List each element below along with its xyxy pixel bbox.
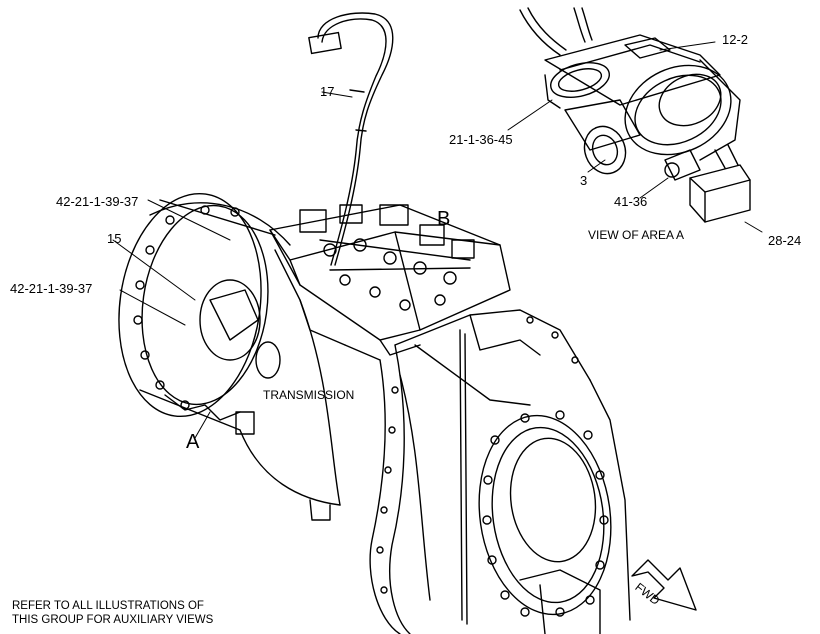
callout-42-21-1-39-37-mid: 42-21-1-39-37 bbox=[10, 281, 93, 296]
transmission-case bbox=[239, 249, 381, 521]
area-label-a: A bbox=[186, 431, 200, 453]
view-title: VIEW OF AREA A bbox=[588, 228, 685, 242]
callout-17: 17 bbox=[320, 84, 335, 99]
transmission-label: TRANSMISSION bbox=[263, 388, 355, 402]
callout-28-24: 28-24 bbox=[768, 233, 802, 248]
fwd-arrow-shape bbox=[631, 559, 697, 611]
wiring-harness bbox=[308, 12, 394, 266]
callout-41-36: 41-36 bbox=[614, 194, 648, 209]
housing-bolts bbox=[133, 205, 240, 410]
callout-3: 3 bbox=[580, 173, 588, 188]
callout-15: 15 bbox=[107, 231, 122, 246]
area-label-b: B bbox=[437, 208, 451, 230]
leader-lines bbox=[112, 41, 763, 439]
callout-42-21-1-39-37-top: 42-21-1-39-37 bbox=[56, 194, 139, 209]
inset-view-area-a bbox=[519, 7, 751, 223]
output-bolts bbox=[482, 410, 609, 617]
case-bolts bbox=[376, 316, 579, 594]
footnote: REFER TO ALL ILLUSTRATIONS OF THIS GROUP… bbox=[12, 599, 213, 627]
output-housing bbox=[369, 309, 631, 634]
converter-housing bbox=[118, 192, 291, 435]
footnote-line-2: THIS GROUP FOR AUXILIARY VIEWS bbox=[12, 614, 214, 626]
callout-12-2: 12-2 bbox=[722, 32, 749, 47]
valve-body bbox=[269, 204, 511, 356]
footnote-line-1: REFER TO ALL ILLUSTRATIONS OF bbox=[12, 600, 204, 612]
callout-21-1-36-45: 21-1-36-45 bbox=[449, 132, 513, 147]
